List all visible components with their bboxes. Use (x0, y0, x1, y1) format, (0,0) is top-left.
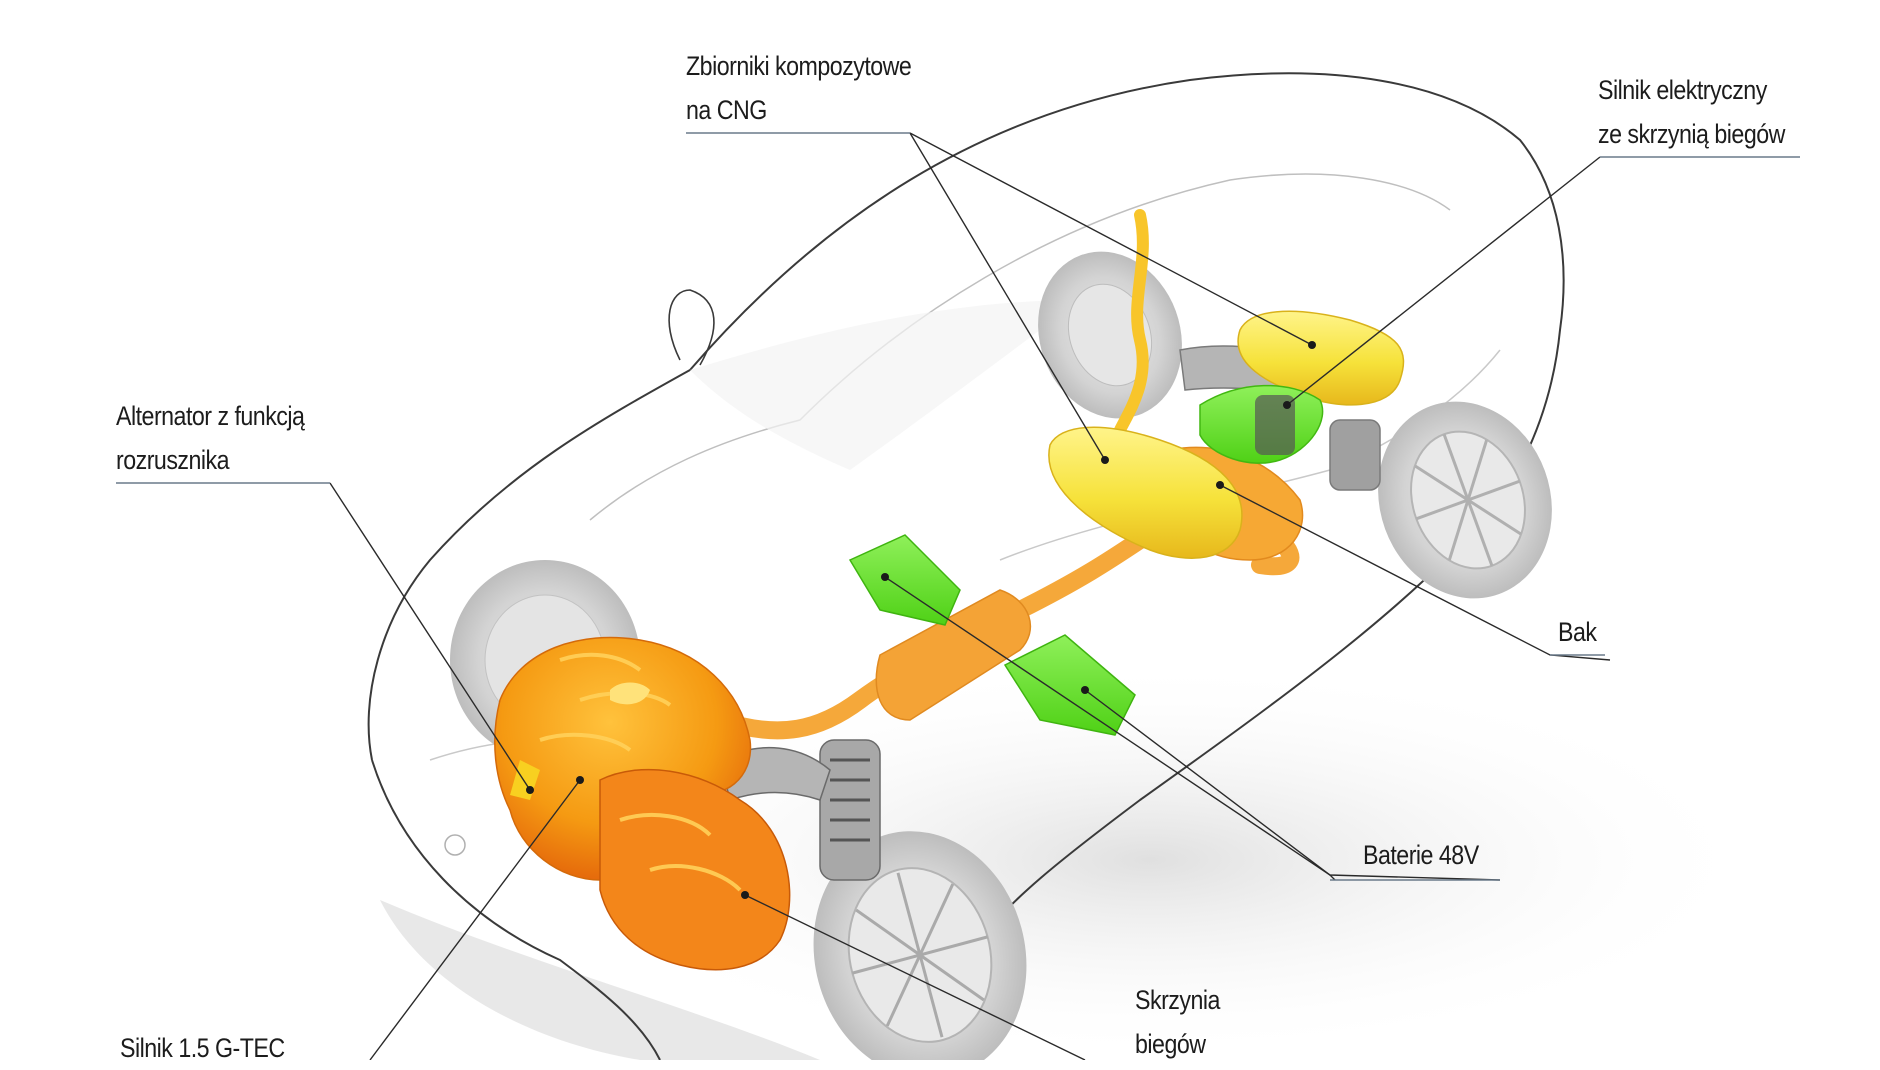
label-electric-motor: Silnik elektryczny ze skrzynią biegów (1598, 68, 1785, 156)
label-alternator: Alternator z funkcją rozrusznika (116, 394, 304, 482)
label-cng-tanks-line1: Zbiorniki kompozytowe (686, 44, 911, 88)
label-fuel-tank-line1: Bak (1558, 610, 1596, 654)
label-gearbox-line1: Skrzynia (1135, 978, 1220, 1022)
label-alternator-line2: rozrusznika (116, 438, 304, 482)
label-batteries: Baterie 48V (1363, 833, 1479, 877)
label-gearbox: Skrzynia biegów (1135, 978, 1220, 1066)
label-batteries-line1: Baterie 48V (1363, 833, 1479, 877)
label-cng-tanks-line2: na CNG (686, 88, 911, 132)
rear-left-wheel (1015, 231, 1205, 439)
label-engine: Silnik 1.5 G-TEC (120, 1026, 285, 1070)
engine-block (495, 638, 790, 970)
rear-right-wheel (1351, 377, 1579, 623)
label-engine-line1: Silnik 1.5 G-TEC (120, 1026, 285, 1070)
leader-motor (1287, 157, 1600, 405)
label-cng-tanks: Zbiorniki kompozytowe na CNG (686, 44, 911, 132)
windshield (690, 300, 1080, 470)
label-fuel-tank: Bak (1558, 610, 1596, 654)
label-alternator-line1: Alternator z funkcją (116, 394, 304, 438)
label-electric-motor-line2: ze skrzynią biegów (1598, 112, 1785, 156)
label-gearbox-line2: biegów (1135, 1022, 1220, 1066)
battery-upper (850, 535, 960, 625)
label-electric-motor-line1: Silnik elektryczny (1598, 68, 1785, 112)
